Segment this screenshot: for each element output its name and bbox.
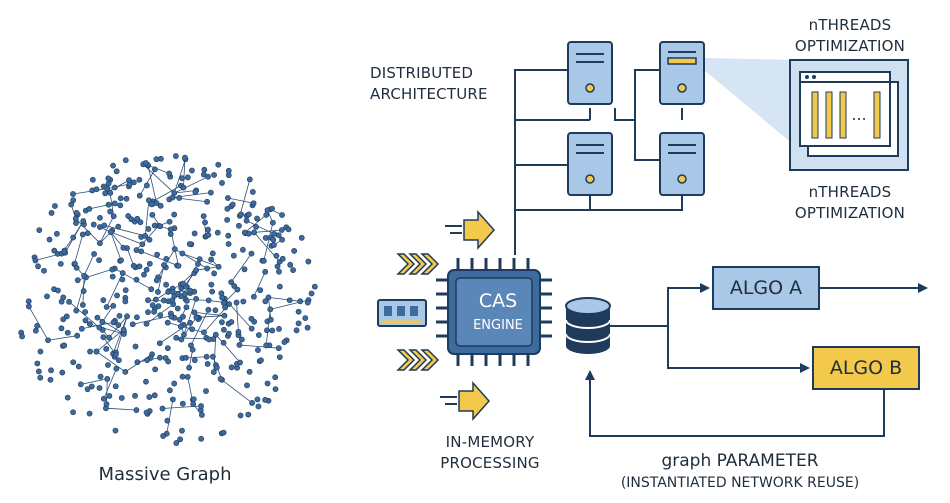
graph-parameter-note: (INSTANTIATED NETWORK REUSE) bbox=[620, 475, 860, 491]
massive-graph-network bbox=[18, 153, 318, 446]
server-icon bbox=[567, 41, 613, 105]
thread-ellipsis: ... bbox=[851, 105, 866, 124]
distributed-line1: DISTRIBUTED bbox=[370, 64, 474, 82]
speed-arrow-icon bbox=[440, 381, 491, 421]
flow-arrows bbox=[585, 283, 928, 437]
graph-parameter-label: graph PARAMETER bbox=[661, 451, 819, 471]
algo-a-box: ALGO A bbox=[712, 266, 820, 310]
nthreads-bottom-line2: OPTIMIZATION bbox=[794, 204, 906, 222]
app-window-icon: ... bbox=[789, 59, 909, 171]
algo-b-box: ALGO B bbox=[812, 346, 920, 390]
server-icon bbox=[567, 132, 613, 196]
graph-nodes bbox=[18, 153, 318, 446]
server-icon bbox=[659, 132, 705, 196]
nthreads-optimization-bottom-label: nTHREADS OPTIMIZATION bbox=[780, 182, 920, 224]
processor-chip-icon bbox=[436, 258, 552, 366]
fast-forward-arrows-icon bbox=[396, 349, 440, 371]
nthreads-top-line1: nTHREADS bbox=[808, 16, 892, 34]
thread-highlight-beam bbox=[704, 58, 800, 150]
memory-module-icon bbox=[377, 299, 427, 327]
nthreads-top-line2: OPTIMIZATION bbox=[794, 37, 906, 55]
distributed-line2: ARCHITECTURE bbox=[370, 85, 488, 103]
nthreads-bottom-line1: nTHREADS bbox=[808, 183, 892, 201]
distributed-architecture-label: DISTRIBUTED ARCHITECTURE bbox=[370, 63, 530, 105]
fast-forward-arrows-icon bbox=[396, 253, 440, 275]
server-icon bbox=[659, 41, 705, 105]
in-memory-processing-label: IN-MEMORY PROCESSING bbox=[430, 432, 550, 474]
cas-engine-title: CAS bbox=[478, 290, 518, 312]
cas-engine-subtitle: ENGINE bbox=[473, 318, 523, 333]
massive-graph-label: Massive Graph bbox=[98, 464, 232, 485]
database-icon bbox=[565, 297, 611, 354]
nthreads-optimization-top-label: nTHREADS OPTIMIZATION bbox=[780, 15, 920, 57]
in-memory-line1: IN-MEMORY bbox=[445, 433, 535, 451]
server-tree-lines bbox=[514, 69, 683, 255]
in-memory-line2: PROCESSING bbox=[440, 454, 540, 472]
speed-arrow-icon bbox=[445, 210, 496, 250]
